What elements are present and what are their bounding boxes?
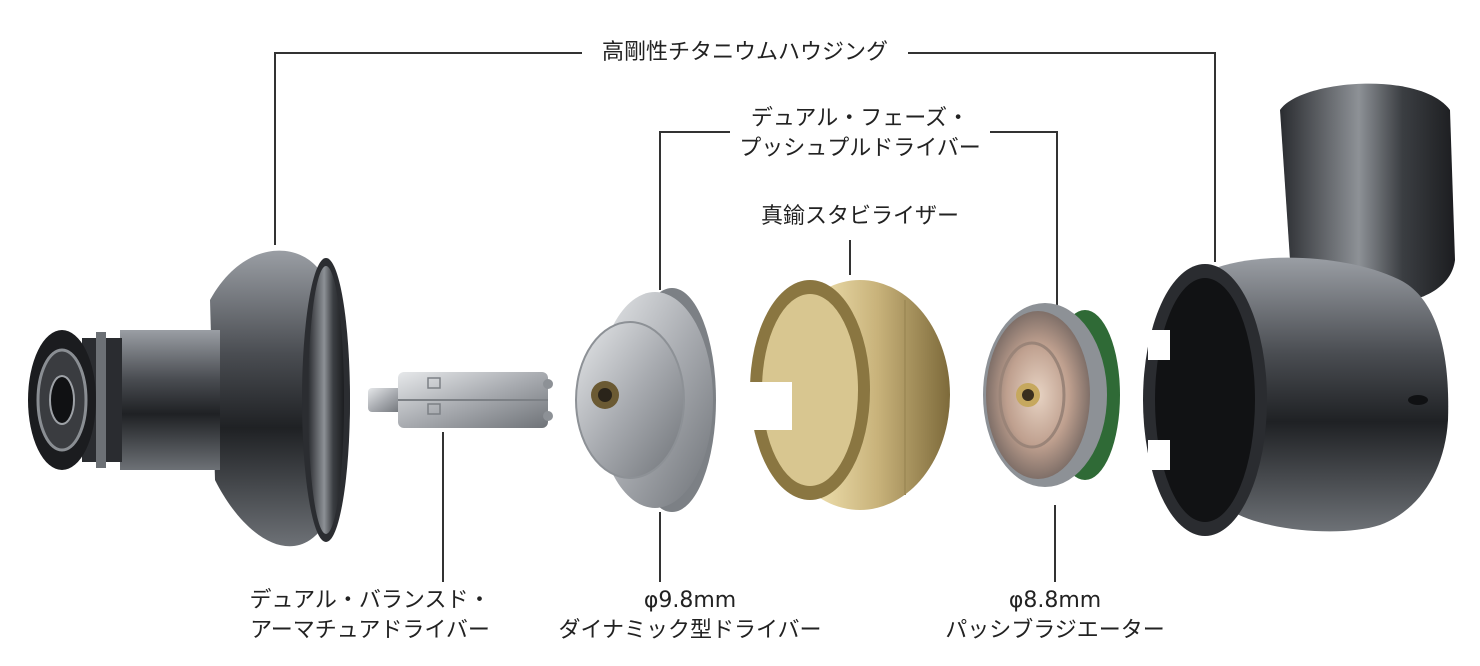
label-titanium-housing: 高剛性チタニウムハウジング — [595, 38, 895, 68]
balanced-armature-driver-icon — [368, 372, 553, 428]
leader-line-titanium-housing — [274, 52, 1216, 262]
label-balanced-armature: デュアル・バランスド・ アーマチュアドライバー — [243, 586, 497, 646]
label-passive-radiator: φ8.8mm パッシブラジエーター — [939, 586, 1171, 646]
leader-lines — [274, 52, 1216, 582]
dynamic-driver-icon — [575, 288, 716, 512]
label-brass-stabilizer: 真鍮スタビライザー — [754, 202, 966, 232]
brass-stabilizer-icon — [742, 280, 950, 510]
leader-line-dual-phase-driver — [659, 131, 1058, 308]
titanium-nozzle-icon — [28, 250, 350, 547]
passive-radiator-icon — [983, 303, 1120, 487]
titanium-housing-icon — [1143, 83, 1455, 536]
label-dynamic-driver: φ9.8mm ダイナミック型ドライバー — [552, 586, 828, 646]
label-dual-phase-driver: デュアル・フェーズ・ プッシュプルドライバー — [733, 104, 987, 164]
